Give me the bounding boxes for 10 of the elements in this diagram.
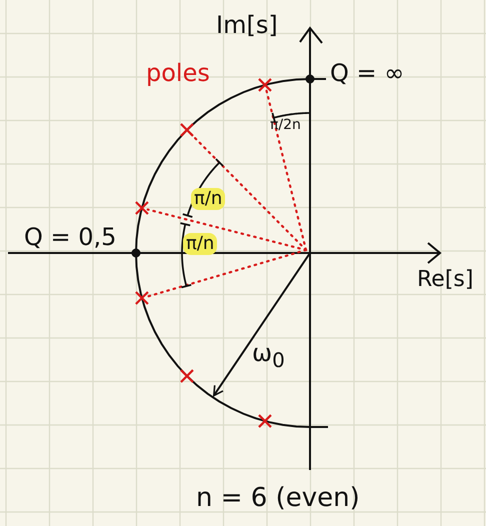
point-label: Q = 0,5	[24, 224, 116, 250]
angle-label: π/n	[183, 233, 218, 255]
radius-label: ω$_{0}$	[252, 340, 285, 371]
angle-label: π/n	[191, 188, 226, 210]
angle-label: π/2n	[270, 118, 301, 134]
axis-label: Re[s]	[417, 268, 474, 292]
point-label: Q = ∞	[330, 60, 404, 86]
axis-label: Im[s]	[216, 12, 278, 38]
annotation-label: poles	[146, 60, 210, 86]
caption-text: n = 6 (even)	[196, 484, 360, 513]
